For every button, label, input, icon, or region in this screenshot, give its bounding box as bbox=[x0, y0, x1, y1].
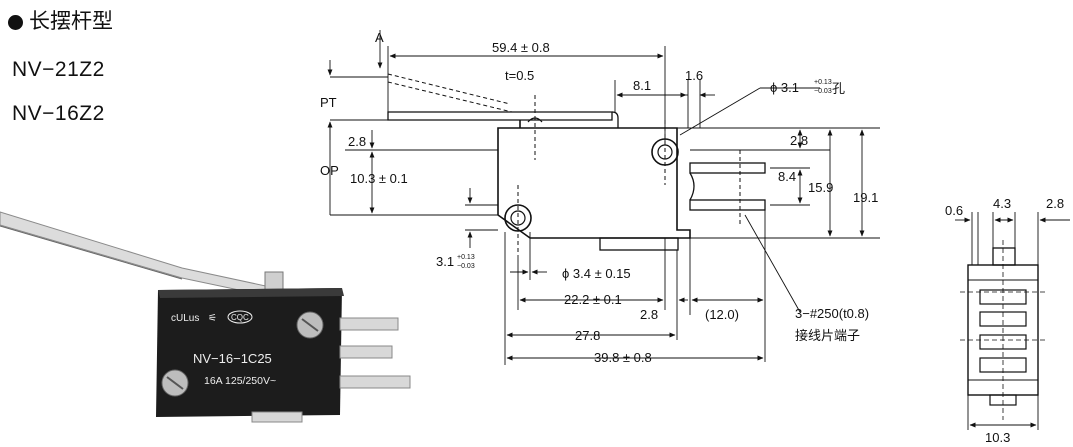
op-label: OP bbox=[320, 163, 339, 178]
switch-body-outline bbox=[497, 127, 691, 239]
hole-tol-upper: +0.13 bbox=[814, 79, 832, 86]
cert-ce-mark: ⚟ bbox=[208, 313, 217, 324]
hole-tol-lower: −0.03 bbox=[814, 88, 832, 95]
side-view bbox=[967, 247, 1039, 406]
terminal-length-label: (12.0) bbox=[705, 307, 739, 322]
hole-spacing-dia-label: ϕ 3.4 ± 0.15 bbox=[562, 266, 631, 281]
photo-plunger-tab bbox=[251, 411, 303, 423]
bottom-terminal-tab bbox=[599, 237, 679, 251]
op-value-label: 10.3 ± 0.1 bbox=[350, 171, 408, 186]
photo-terminal-3 bbox=[339, 375, 411, 389]
photo-lever-arm bbox=[0, 211, 278, 299]
side-dim-mid-label: 4.3 bbox=[993, 196, 1011, 211]
photo-switch-body bbox=[156, 288, 342, 417]
lever-off2-label: 1.6 bbox=[685, 68, 703, 83]
height-outer-label: 19.1 bbox=[853, 190, 878, 205]
terminal-name-label: 接线片端子 bbox=[795, 328, 860, 343]
left-hole-tol-lower: −0.03 bbox=[457, 263, 475, 270]
bottom-offset-label: 2.8 bbox=[640, 307, 658, 322]
terminal-upper bbox=[689, 162, 766, 174]
left-hole-tol-upper: +0.13 bbox=[457, 254, 475, 261]
model-name-2: NV−16Z2 bbox=[12, 102, 105, 125]
filled-circle-icon bbox=[8, 14, 23, 30]
terminal-spacing-label: 8.4 bbox=[778, 169, 796, 184]
terminal-spec-label: 3−#250(t0.8) bbox=[795, 306, 869, 321]
terminal-lower bbox=[689, 199, 766, 211]
model-name-1: NV−21Z2 bbox=[12, 58, 105, 81]
lever-plate bbox=[387, 111, 613, 121]
height-inner-label: 15.9 bbox=[808, 180, 833, 195]
hole-suffix: 孔 bbox=[832, 81, 845, 96]
hole-pitch-label: 22.2 ± 0.1 bbox=[564, 292, 622, 307]
pt-label: PT bbox=[320, 95, 337, 110]
cert-ul-mark: cULus bbox=[171, 313, 199, 324]
leader-terminal-spec bbox=[744, 214, 801, 313]
front-view bbox=[387, 111, 766, 251]
lever-travel-lines bbox=[387, 73, 741, 255]
cert-cqc-mark: CQC bbox=[231, 313, 249, 322]
product-photo: cULus ⚟ CQC NV−16−1C25 16A 125/250V~ bbox=[0, 211, 411, 423]
left-hole-dia-label: 3.1 bbox=[436, 254, 454, 269]
side-width-label: 10.3 bbox=[985, 430, 1010, 445]
total-length-label: 39.8 ± 0.8 bbox=[594, 350, 652, 365]
dim-overall-lever-label: 59.4 ± 0.8 bbox=[492, 40, 550, 55]
direction-label: A bbox=[375, 30, 384, 45]
title-row: 长摆杆型 bbox=[8, 8, 113, 36]
product-model-label: NV−16−1C25 bbox=[193, 351, 272, 366]
leader-hole bbox=[679, 87, 761, 136]
top-offset-right-label: 2.8 bbox=[790, 133, 808, 148]
hole-dia-label: ϕ 3.1 bbox=[770, 80, 799, 95]
product-rating-label: 16A 125/250V~ bbox=[204, 375, 276, 387]
title-block: 长摆杆型 bbox=[8, 8, 113, 36]
photo-terminal-1 bbox=[339, 317, 399, 331]
side-dim-right-label: 2.8 bbox=[1046, 196, 1064, 211]
lever-off1-label: 8.1 bbox=[633, 78, 651, 93]
side-dim-left-label: 0.6 bbox=[945, 203, 963, 218]
thickness-label: t=0.5 bbox=[505, 68, 534, 83]
body-length-label: 27.8 bbox=[575, 328, 600, 343]
top-offset-left-label: 2.8 bbox=[348, 134, 366, 149]
photo-terminal-2 bbox=[339, 345, 393, 359]
series-title: 长摆杆型 bbox=[29, 10, 113, 33]
side-plunger bbox=[992, 247, 1016, 266]
